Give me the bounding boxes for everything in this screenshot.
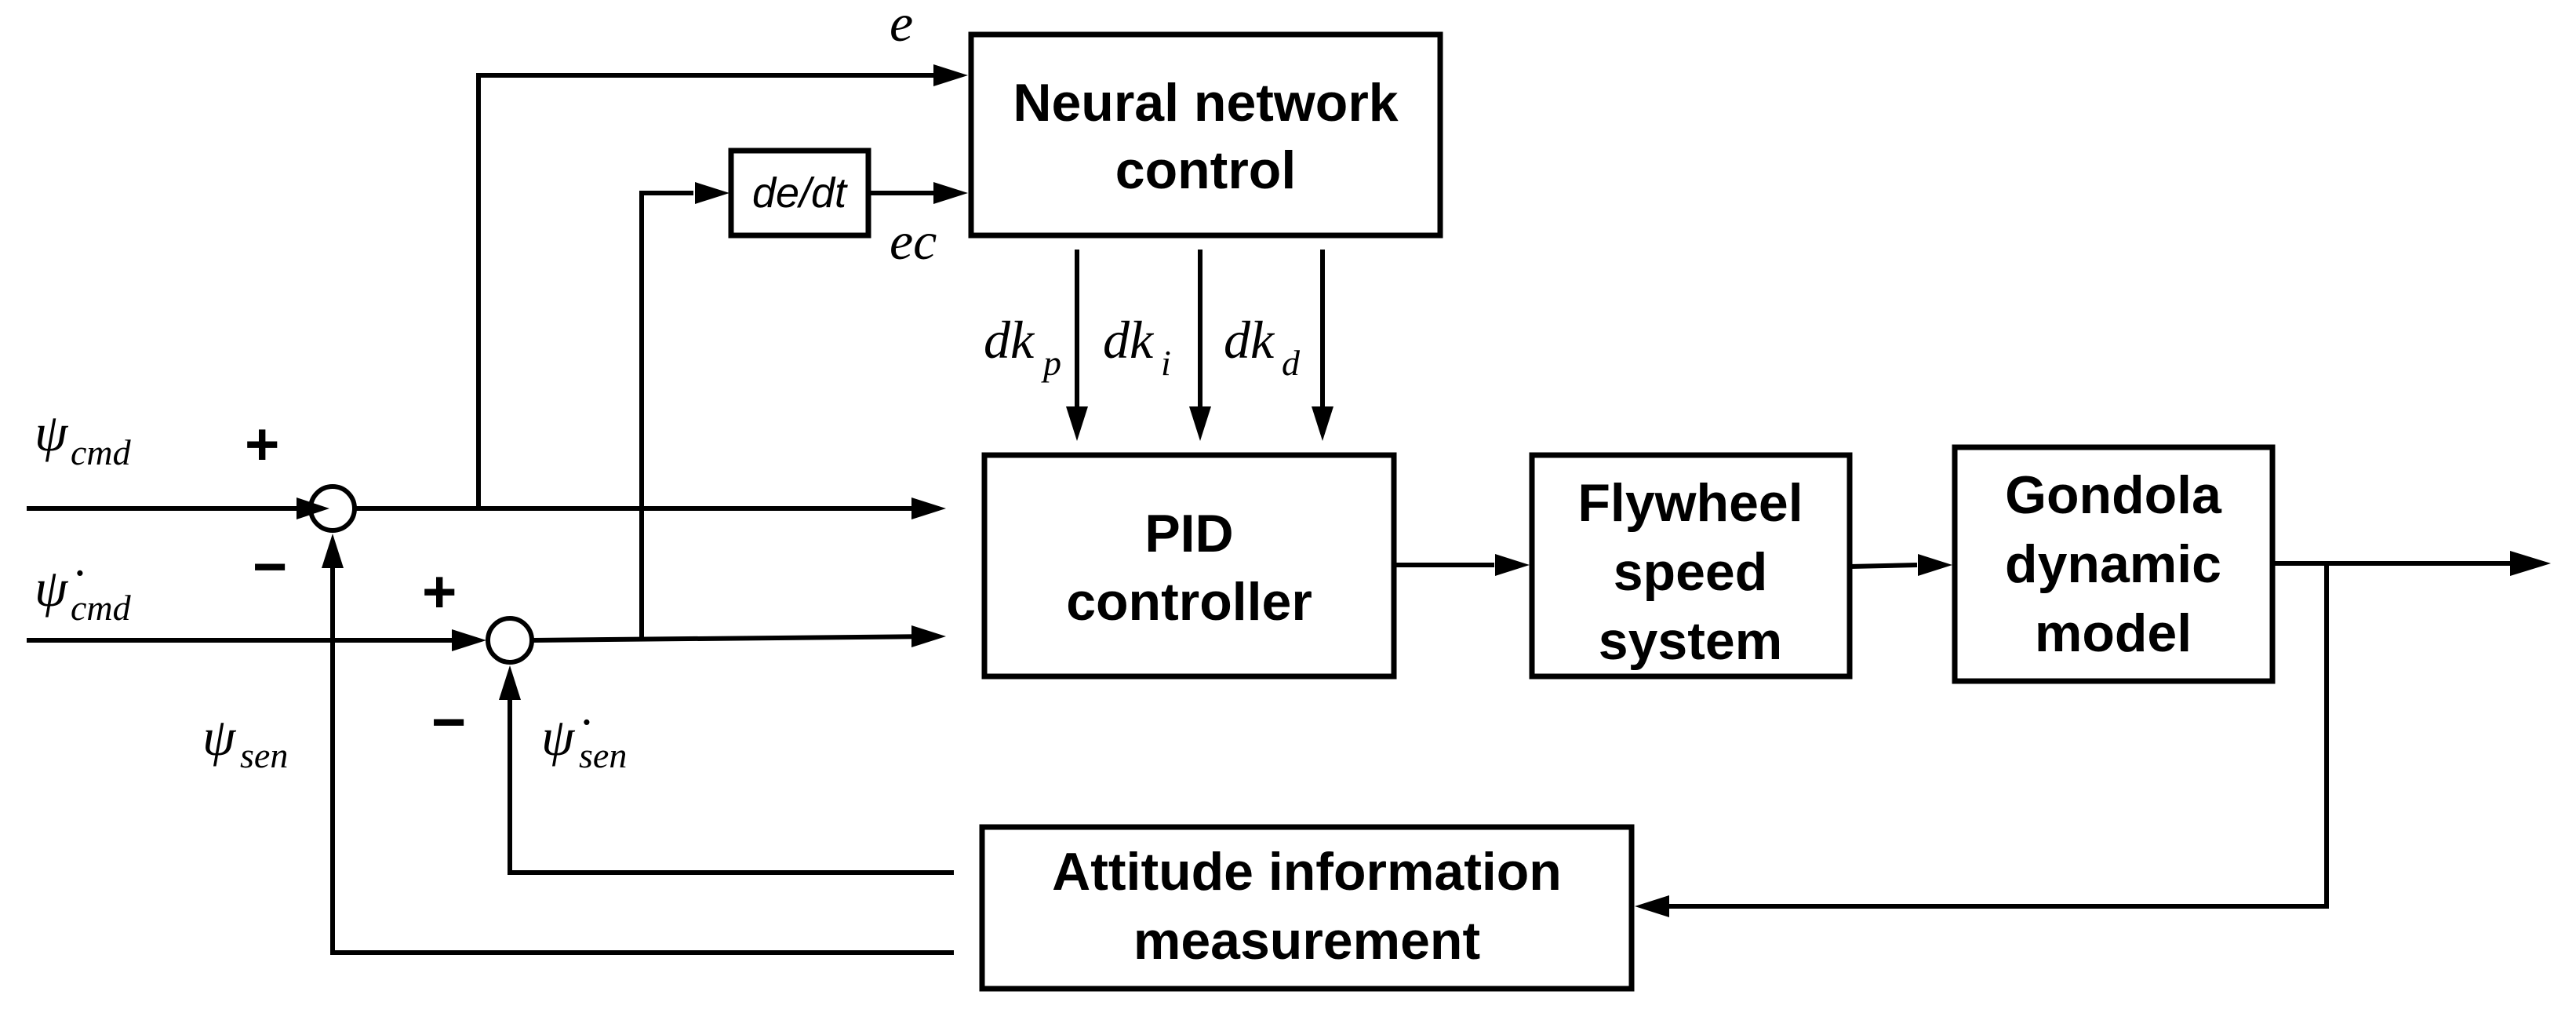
flywheel-label-line3: system bbox=[1599, 611, 1782, 671]
arrowhead-psi-dot-sen-up bbox=[499, 665, 521, 700]
label-psi-cmd: ψ cmd bbox=[35, 403, 132, 472]
pid-label-line2: controller bbox=[1066, 572, 1312, 632]
label-psi-sen: ψ sen bbox=[202, 707, 288, 775]
label-psi-sen-main: ψ bbox=[202, 707, 237, 767]
gondola-label-line3: model bbox=[2035, 603, 2192, 663]
summing-junction-rate bbox=[486, 616, 534, 665]
label-psi-sen-sub: sen bbox=[240, 735, 288, 775]
label-dkp-sub: p bbox=[1041, 343, 1061, 383]
derivative-label: de/dt bbox=[752, 169, 848, 217]
label-dkd-sub: d bbox=[1282, 343, 1301, 383]
label-psi-cmd-sub: cmd bbox=[71, 432, 132, 472]
arrowhead-dkp bbox=[1066, 406, 1088, 441]
wire-e-to-neural-network bbox=[476, 73, 933, 508]
gondola-label-line1: Gondola bbox=[2005, 465, 2222, 525]
label-e: e bbox=[890, 0, 913, 53]
arrowhead-into-sum-rate bbox=[452, 629, 486, 651]
label-dkp-main: dk bbox=[984, 310, 1035, 370]
wire-psi-dot-sen-feedback bbox=[508, 700, 954, 875]
arrowhead-dki bbox=[1189, 406, 1211, 441]
wire-rate-error-to-pid bbox=[531, 634, 934, 643]
arrowhead-psi-sen-up bbox=[322, 534, 344, 568]
arrowhead-into-derivative bbox=[695, 182, 730, 204]
attitude-label-line1: Attitude information bbox=[1052, 842, 1562, 902]
neural-network-label-line1: Neural network bbox=[1013, 73, 1398, 133]
label-psi-dot-sen: ψ̇ sen bbox=[541, 707, 627, 775]
label-ec: ec bbox=[890, 211, 937, 271]
arrowhead-ec bbox=[933, 182, 968, 204]
label-psi-dot-sen-sub: sen bbox=[579, 735, 627, 775]
arrowhead-into-flywheel bbox=[1495, 554, 1530, 576]
arrowhead-error-pid bbox=[911, 497, 946, 519]
arrowhead-rate-error-pid bbox=[911, 625, 946, 647]
flywheel-label-line2: speed bbox=[1614, 542, 1768, 602]
label-psi-dot-cmd-sub: cmd bbox=[71, 588, 132, 628]
sign-plus-angle: + bbox=[245, 411, 279, 478]
wire-psi-sen-feedback bbox=[330, 568, 954, 955]
signal-wires bbox=[27, 73, 2510, 955]
pid-controller-block: PID controller bbox=[981, 452, 1397, 680]
sign-plus-rate: + bbox=[422, 559, 457, 625]
wire-flywheel-to-gondola bbox=[1849, 563, 1918, 569]
neural-network-label-line2: control bbox=[1115, 140, 1296, 200]
label-psi-cmd-main: ψ bbox=[35, 403, 69, 462]
attitude-information-measurement-block: Attitude information measurement bbox=[979, 824, 1635, 992]
arrowhead-e bbox=[933, 64, 968, 86]
pid-label-line1: PID bbox=[1144, 504, 1233, 563]
arrowheads bbox=[297, 64, 2551, 917]
label-dki: dk i bbox=[1103, 310, 1171, 383]
flywheel-speed-system-block: Flywheel speed system bbox=[1529, 452, 1853, 680]
label-dki-sub: i bbox=[1161, 343, 1171, 383]
wire-feedback-to-attitude bbox=[1669, 563, 2329, 909]
gondola-label-line2: dynamic bbox=[2005, 534, 2221, 594]
neural-network-control-block: Neural network control bbox=[968, 31, 1443, 239]
arrowhead-into-attitude bbox=[1635, 895, 1669, 917]
label-dkp: dk p bbox=[984, 310, 1061, 383]
label-dkd-main: dk bbox=[1224, 310, 1275, 370]
label-psi-dot-cmd: ψ̇ cmd bbox=[35, 558, 132, 628]
attitude-label-line2: measurement bbox=[1133, 911, 1480, 971]
arrowhead-into-gondola bbox=[1918, 554, 1952, 576]
arrowhead-dkd bbox=[1312, 406, 1333, 441]
label-dki-main: dk bbox=[1103, 310, 1155, 370]
label-dkd: dk d bbox=[1224, 310, 1301, 383]
arrowhead-output bbox=[2510, 551, 2551, 576]
sign-minus-angle: − bbox=[253, 534, 287, 600]
wire-rate-to-derivative bbox=[639, 191, 693, 638]
arrowhead-into-sum-angle bbox=[297, 497, 329, 519]
sign-minus-rate: − bbox=[431, 689, 466, 756]
flywheel-label-line1: Flywheel bbox=[1577, 473, 1803, 533]
derivative-block: de/dt bbox=[728, 148, 871, 239]
gondola-dynamic-model-block: Gondola dynamic model bbox=[1952, 444, 2276, 684]
